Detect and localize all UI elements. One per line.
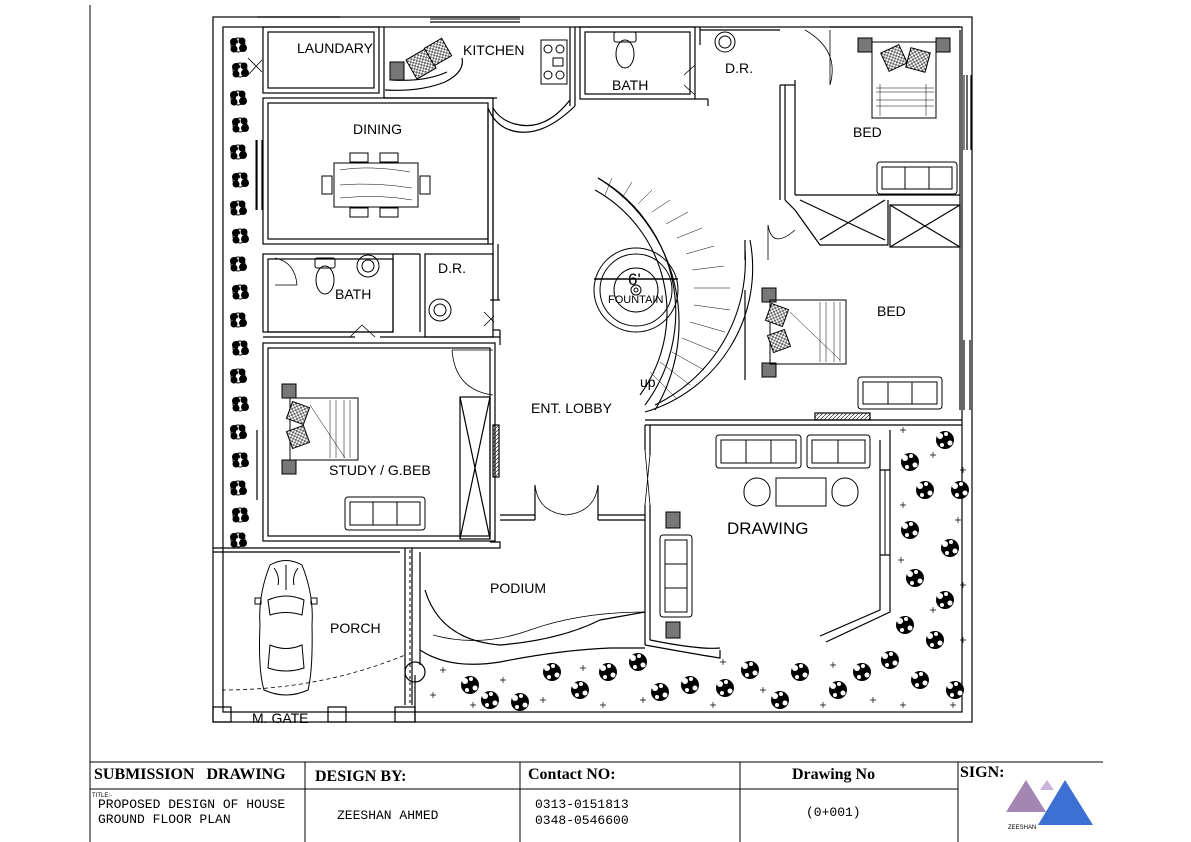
title-tag: TITLE:-: [92, 793, 112, 799]
label-bed-right: BED: [877, 303, 906, 319]
label-bed-top: BED: [853, 124, 882, 140]
car-icon: [254, 560, 318, 696]
label-ent-lobby: ENT. LOBBY: [531, 400, 613, 416]
title-block: SUBMISSION DRAWING TITLE:- PROPOSED DESI…: [92, 764, 1093, 831]
label-fountain-size: 6': [628, 270, 641, 289]
spiral-staircase: [594, 177, 754, 413]
label-stair-up: up: [640, 374, 656, 390]
sheet-frame: [89, 5, 1103, 842]
submission-label: SUBMISSION DRAWING: [94, 766, 286, 783]
fountain: [593, 247, 679, 333]
label-dr-top: D.R.: [725, 60, 753, 76]
designer-name: ZEESHAN AHMED: [337, 808, 439, 823]
label-porch: PORCH: [330, 620, 381, 636]
label-kitchen: KITCHEN: [463, 42, 524, 58]
drawing-no: (0+001): [806, 805, 861, 820]
logo-text: ZEESHAN: [1008, 825, 1036, 831]
label-bath-mid: BATH: [335, 286, 371, 302]
label-m-gate: M. GATE: [252, 710, 309, 726]
corridor-curves: [384, 57, 646, 665]
windows: [255, 18, 965, 705]
drawing-no-label: Drawing No: [792, 766, 875, 783]
label-drawing: DRAWING: [727, 519, 809, 538]
label-bath-top: BATH: [612, 77, 648, 93]
landscape-grass: [430, 427, 966, 708]
label-podium: PODIUM: [490, 580, 546, 596]
label-dining: DINING: [353, 121, 402, 137]
contact-label: Contact NO:: [528, 766, 616, 783]
label-laundary: LAUNDARY: [297, 40, 374, 56]
label-study: STUDY / G.BEB: [329, 462, 431, 478]
room-labels: LAUNDARY KITCHEN BATH D.R. BED DINING BA…: [252, 40, 906, 726]
interior-walls: [212, 26, 972, 723]
design-by-label: DESIGN BY:: [315, 768, 406, 785]
title-line-2: GROUND FLOOR PLAN: [98, 812, 231, 827]
doors: [221, 29, 833, 691]
sign-label: SIGN:: [960, 764, 1004, 781]
phone-1: 0313-0151813: [535, 797, 629, 812]
furniture: [254, 31, 958, 696]
label-fountain: FOUNTAIN: [608, 294, 663, 306]
title-line-1: PROPOSED DESIGN OF HOUSE: [98, 797, 285, 812]
phone-2: 0348-0546600: [535, 813, 629, 828]
label-dr-mid: D.R.: [438, 260, 466, 276]
designer-logo: ZEESHAN: [1006, 780, 1093, 831]
outer-walls: [212, 16, 973, 723]
